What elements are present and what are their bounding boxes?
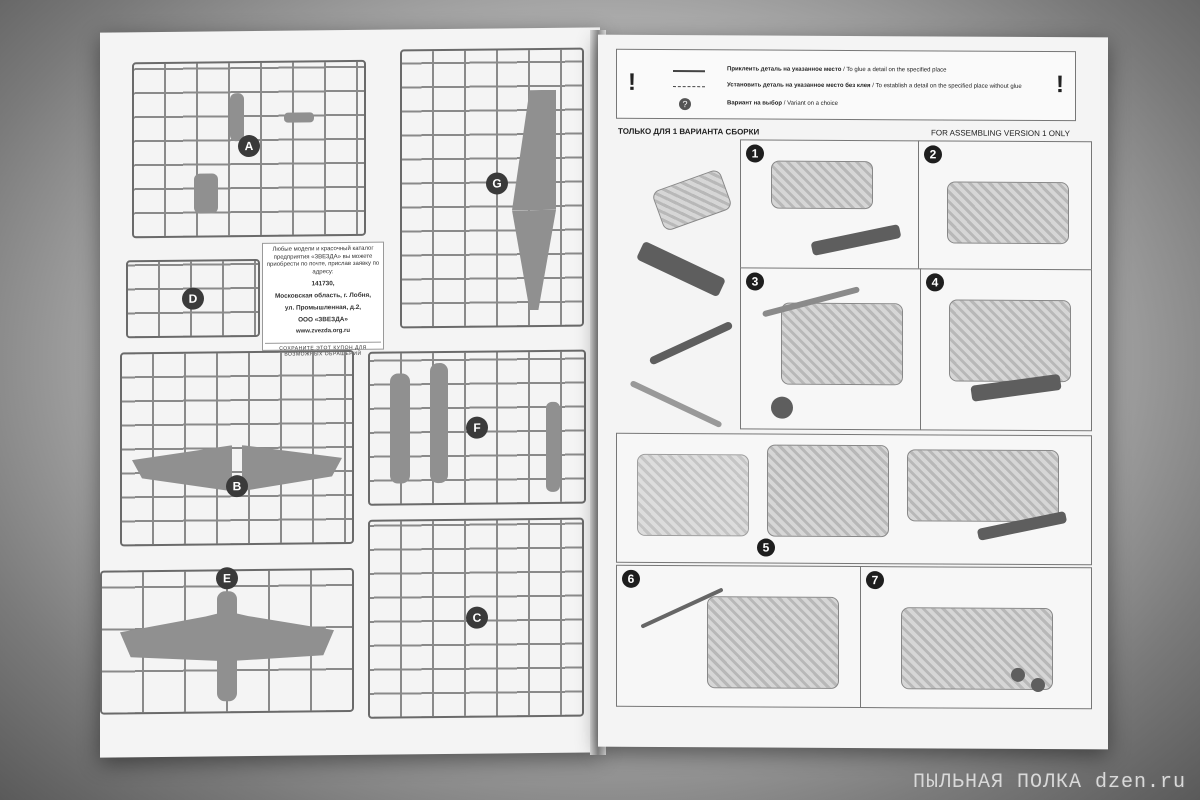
glue-arrow-icon xyxy=(673,70,705,72)
header-version-ru: ТОЛЬКО ДЛЯ 1 ВАРИАНТА СБОРКИ xyxy=(618,126,760,137)
sprue-b-label: B xyxy=(226,475,248,498)
sprue-c: C xyxy=(368,517,584,719)
step-1: 1 xyxy=(740,139,920,271)
sprue-c-label: C xyxy=(466,606,488,629)
right-page-instructions: ! ! ? Приклеить деталь на указанное мест… xyxy=(598,34,1108,750)
sprue-g-label: G xyxy=(486,172,508,195)
legend-no-glue: Установить деталь на указанное место без… xyxy=(727,82,1022,90)
exclamation-icon: ! xyxy=(1056,71,1064,99)
sprue-g: G xyxy=(400,47,584,329)
coupon-zip: 141730, xyxy=(311,280,335,288)
sprue-e-label: E xyxy=(216,567,238,590)
exclamation-icon: ! xyxy=(628,68,636,96)
legend-choice: Вариант на выбор / Variant on a choice xyxy=(727,100,839,107)
legend-glue: Приклеить деталь на указанное место / To… xyxy=(727,66,947,74)
symbol-legend: ! ! ? Приклеить деталь на указанное мест… xyxy=(616,48,1076,122)
sprue-d: D xyxy=(126,258,260,339)
left-page-sprue-map: A G D Любые модели и красочный каталог п… xyxy=(100,27,600,758)
address-coupon: Любые модели и красочный каталог предпри… xyxy=(262,241,384,358)
sprue-f-label: F xyxy=(466,416,488,439)
coupon-company: ООО «ЗВЕЗДА» xyxy=(298,316,348,324)
step-5: 5 xyxy=(616,432,1092,566)
header-version-en: FOR ASSEMBLING VERSION 1 ONLY xyxy=(931,128,1070,139)
step-3: 3 xyxy=(740,267,922,431)
question-icon: ? xyxy=(679,98,691,111)
sprue-b: B xyxy=(120,349,354,547)
coupon-intro: Любые модели и красочный каталог предпри… xyxy=(266,245,380,275)
coupon-region: Московская область, г. Лобня, xyxy=(274,291,372,300)
step-4: 4 xyxy=(920,268,1092,432)
step-2: 2 xyxy=(918,140,1092,272)
sprue-f: F xyxy=(368,349,586,506)
sprue-a-label: A xyxy=(238,134,260,158)
step-7: 7 xyxy=(860,566,1092,710)
step-6: 6 xyxy=(616,564,862,709)
coupon-url: www.zvezda.org.ru xyxy=(295,327,351,335)
no-glue-arrow-icon xyxy=(673,86,705,89)
watermark-text: ПЫЛЬНАЯ ПОЛКА dzen.ru xyxy=(912,771,1186,794)
coupon-street: ул. Промышленная, д.2, xyxy=(284,303,362,312)
sprue-d-label: D xyxy=(182,287,204,310)
sub-assembly-panel xyxy=(616,139,740,430)
sprue-e: E xyxy=(100,567,354,715)
sprue-a: A xyxy=(132,59,366,239)
